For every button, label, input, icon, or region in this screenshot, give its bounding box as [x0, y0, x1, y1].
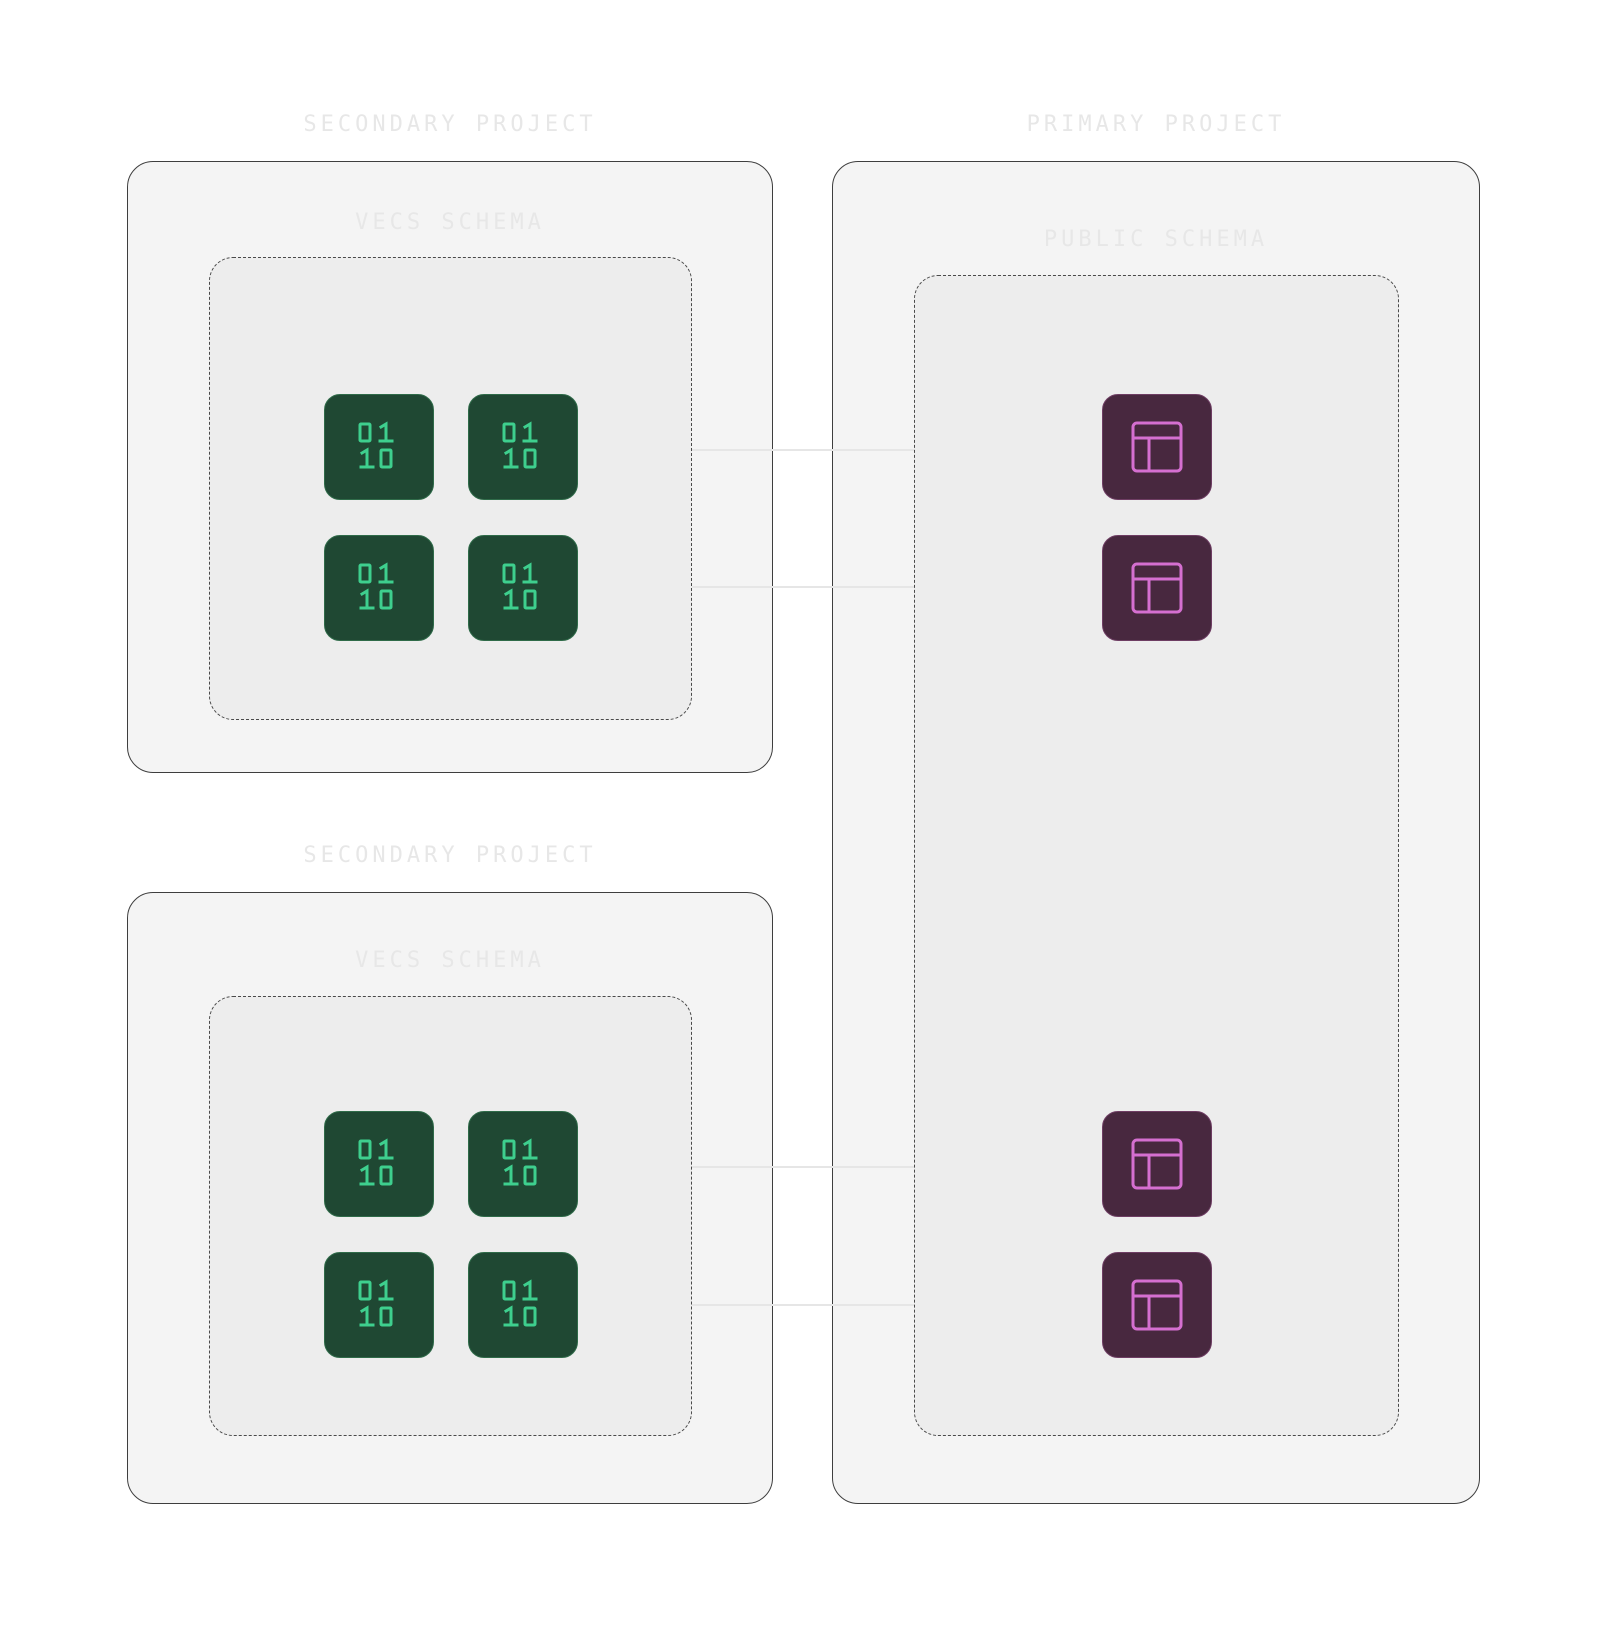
binary-icon: [357, 421, 401, 473]
table-icon: [1130, 420, 1184, 474]
table-tile: [1102, 535, 1212, 641]
vector-collection-tile: [468, 1252, 578, 1358]
table-tile: [1102, 1252, 1212, 1358]
table-icon: [1130, 1137, 1184, 1191]
vector-collection-tile: [468, 535, 578, 641]
vector-collection-tile: [468, 394, 578, 500]
primary-project-label: PRIMARY PROJECT: [1026, 112, 1286, 137]
binary-icon: [357, 562, 401, 614]
vector-collection-tile: [468, 1111, 578, 1217]
vecs-schema-label-1: VECS SCHEMA: [355, 210, 545, 235]
vector-collection-tile: [324, 1111, 434, 1217]
vecs-schema-2: [209, 996, 692, 1436]
binary-icon: [501, 1279, 545, 1331]
binary-icon: [501, 1138, 545, 1190]
public-schema-label: PUBLIC SCHEMA: [1043, 227, 1269, 252]
binary-icon: [501, 421, 545, 473]
binary-icon: [501, 562, 545, 614]
vector-collection-tile: [324, 535, 434, 641]
connector-line-4: [692, 1304, 914, 1306]
vector-collection-tile: [324, 1252, 434, 1358]
secondary-project-label-2: SECONDARY PROJECT: [303, 843, 597, 868]
connector-line-3: [692, 1166, 914, 1168]
vector-collection-tile: [324, 394, 434, 500]
vecs-schema-label-2: VECS SCHEMA: [355, 948, 545, 973]
binary-icon: [357, 1138, 401, 1190]
table-tile: [1102, 1111, 1212, 1217]
connector-line-1: [692, 449, 914, 451]
vecs-schema-1: [209, 257, 692, 720]
table-tile: [1102, 394, 1212, 500]
binary-icon: [357, 1279, 401, 1331]
table-icon: [1130, 561, 1184, 615]
connector-line-2: [692, 586, 914, 588]
secondary-project-label-1: SECONDARY PROJECT: [303, 112, 597, 137]
table-icon: [1130, 1278, 1184, 1332]
